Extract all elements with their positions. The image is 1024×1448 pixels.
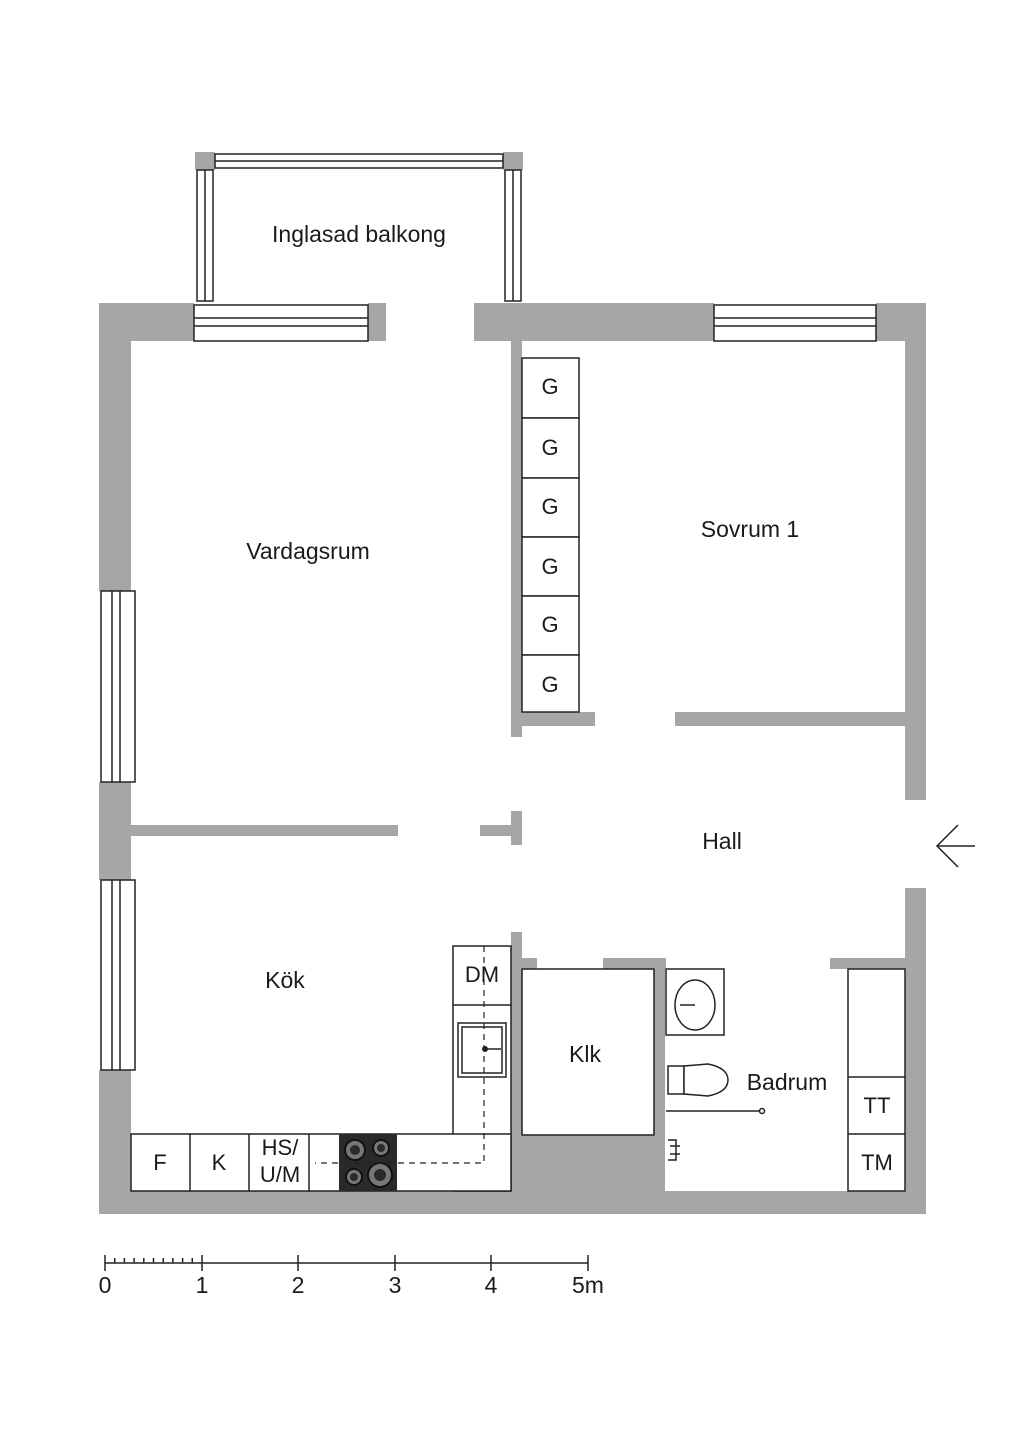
dishwasher-label: DM [465,962,499,987]
room-label-hall: Hall [702,828,742,854]
room-label-closet: Klk [569,1041,601,1067]
scale-label: 2 [292,1272,305,1298]
kitchen-fixtures: DM F K HS/ U/M [130,945,512,1192]
balcony-post-left [195,152,215,170]
dryer-label: TT [864,1093,891,1118]
wall-left-middle [99,782,131,880]
scale-bar: 0 1 2 3 4 5m [99,1255,604,1298]
room-label-kitchen: Kök [265,967,305,993]
fridge-label: F [153,1150,166,1175]
wall-living-kitchen [131,825,398,836]
wall-top-left [99,303,194,341]
bathroom-fixtures: TT TM [665,968,906,1192]
room-label-bathroom: Badrum [747,1069,828,1095]
wall-closet-stub [511,958,537,969]
wall-right-lower [905,888,926,1214]
wall-bottom [99,1191,926,1214]
living-top-window [193,304,369,342]
wall-left-upper [99,303,131,591]
wall-right-upper [905,303,926,800]
windows [100,153,877,1071]
toilet-tank [667,1065,685,1095]
living-left-window [100,590,136,783]
wall-kitchen-closet [511,932,522,1192]
wall-stub-t [480,825,512,836]
wall-top-left-pier [368,303,386,341]
scale-label: 0 [99,1272,112,1298]
room-label-bedroom: Sovrum 1 [701,516,799,542]
toilet-bowl [683,1063,729,1097]
balcony-post-right [503,152,523,170]
wardrobe-label: G [541,374,558,399]
wall-bedroom-stub-left [511,712,595,726]
scale-label: 3 [389,1272,402,1298]
wardrobe-column: G G G G G G [521,357,580,713]
entrance-arrow-icon [935,824,975,868]
wall-bedroom-bottom [675,712,905,726]
wardrobe-label: G [541,554,558,579]
wall-bath-top-right [830,958,905,969]
closet-outline [521,968,655,1136]
scale-label: 5m [572,1272,604,1298]
wall-wardrobe-column [511,341,522,737]
wall-closet-top [603,958,666,969]
wall-stub-t-vertical [511,811,522,845]
room-label-balcony: Inglasad balkong [272,221,446,247]
laundry-column [847,968,906,1192]
wall-top-center [474,303,714,341]
room-label-living: Vardagsrum [246,538,370,564]
room-labels: Inglasad balkong Vardagsrum Sovrum 1 Hal… [246,221,827,1095]
shower-head-icon [668,1139,680,1161]
kitchen-left-window [100,879,136,1071]
cabinet-label-1: HS/ [262,1135,300,1160]
bedroom-top-window [713,304,877,342]
wardrobe-label: G [541,672,558,697]
wardrobe-label: G [541,494,558,519]
scale-label: 1 [196,1272,209,1298]
wall-closet-bath [654,958,665,1192]
washer-label: TM [861,1150,893,1175]
walls [99,152,926,1214]
wardrobe-label: G [541,612,558,637]
wall-closet-floor-block [522,1135,654,1192]
cabinet-label-2: U/M [260,1162,300,1187]
wall-left-lower [99,1070,131,1214]
wardrobe-label: G [541,435,558,460]
freezer-label: K [212,1150,227,1175]
scale-label: 4 [485,1272,498,1298]
